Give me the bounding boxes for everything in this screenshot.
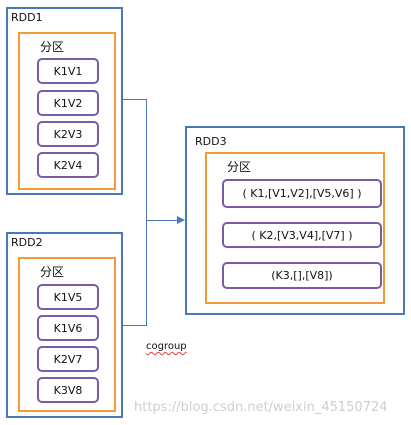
watermark: https://blog.csdn.net/weixin_45150724 [134,400,388,415]
connector-to-rdd3 [146,220,178,221]
rdd1-box: RDD1 分区 K1V1 K1V2 K2V3 K2V4 [6,7,123,195]
rdd3-item-3: (K3,[],[V8]) [222,262,382,289]
rdd1-item-1: K1V1 [37,58,99,84]
rdd3-partition-label: 分区 [227,160,252,174]
rdd3-item-1: ( K1,[V1,V2],[V5,V6] ) [222,179,382,208]
rdd2-box: RDD2 分区 K1V5 K1V6 K2V7 K3V8 [6,232,123,418]
rdd3-box: RDD3 分区 ( K1,[V1,V2],[V5,V6] ) ( K2,[V3,… [185,126,405,315]
rdd2-item-2: K1V6 [37,315,99,341]
operation-label: cogroup [146,341,187,352]
rdd3-item-2: ( K2,[V3,V4],[V7] ) [222,222,382,248]
arrowhead-icon [177,216,185,224]
rdd1-partition-label: 分区 [40,40,65,54]
connector-vertical [146,99,147,326]
rdd2-item-1: K1V5 [37,284,99,310]
rdd3-partition: 分区 ( K1,[V1,V2],[V5,V6] ) ( K2,[V3,V4],[… [205,152,385,304]
connector-rdd1-horizontal [123,99,147,100]
rdd1-item-4: K2V4 [37,152,99,178]
rdd2-item-4: K3V8 [37,377,99,403]
rdd1-partition: 分区 K1V1 K1V2 K2V3 K2V4 [18,32,116,190]
rdd3-label: RDD3 [195,135,227,148]
rdd2-item-3: K2V7 [37,346,99,372]
rdd1-label: RDD1 [11,11,43,24]
rdd2-partition: 分区 K1V5 K1V6 K2V7 K3V8 [18,257,116,412]
rdd2-label: RDD2 [11,236,43,249]
connector-rdd2-horizontal [123,325,147,326]
rdd2-partition-label: 分区 [40,265,65,279]
rdd1-item-3: K2V3 [37,121,99,147]
rdd1-item-2: K1V2 [37,90,99,116]
